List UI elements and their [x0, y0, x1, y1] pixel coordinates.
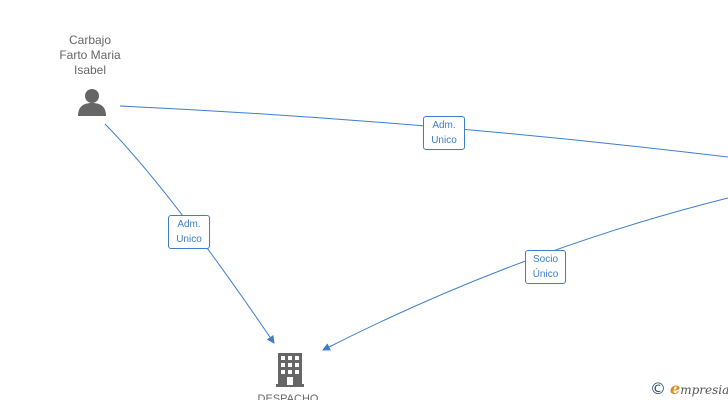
relation-role-line-2: Unico [176, 234, 202, 245]
relation-person-to-company[interactable]: Adm. Unico [168, 215, 210, 249]
person-name-line-3: Isabel [73, 63, 107, 77]
copyright-icon: © [650, 378, 666, 398]
relation-right-to-company[interactable]: Socio Único [525, 250, 566, 284]
brand-logo: empresia [670, 379, 728, 398]
relation-role-line-1: Adm. [177, 219, 201, 230]
person-icon[interactable] [77, 87, 107, 117]
person-name-label[interactable]: Carbajo Farto Maria Isabel [40, 33, 140, 78]
relation-person-to-right[interactable]: Adm. Unico [423, 116, 465, 150]
relation-role-line-1: Socio [532, 254, 558, 265]
relation-role-line-2: Unico [431, 135, 457, 146]
brand-name-rest: mpresia [680, 382, 728, 397]
relation-role-line-2: Único [532, 269, 559, 280]
person-name-line-1: Carbajo [68, 33, 112, 47]
relation-role-line-1: Adm. [432, 120, 456, 131]
brand-initial: e [670, 378, 681, 398]
person-name-line-2: Farto Maria [59, 48, 121, 62]
edge-person-to-right [119, 105, 728, 158]
company-name-label[interactable]: DESPACHO [257, 393, 319, 400]
building-icon[interactable] [276, 351, 304, 387]
brand-watermark: © empresia [650, 378, 728, 398]
edge-right-to-company [322, 197, 728, 351]
edge-person-to-company [104, 123, 275, 344]
